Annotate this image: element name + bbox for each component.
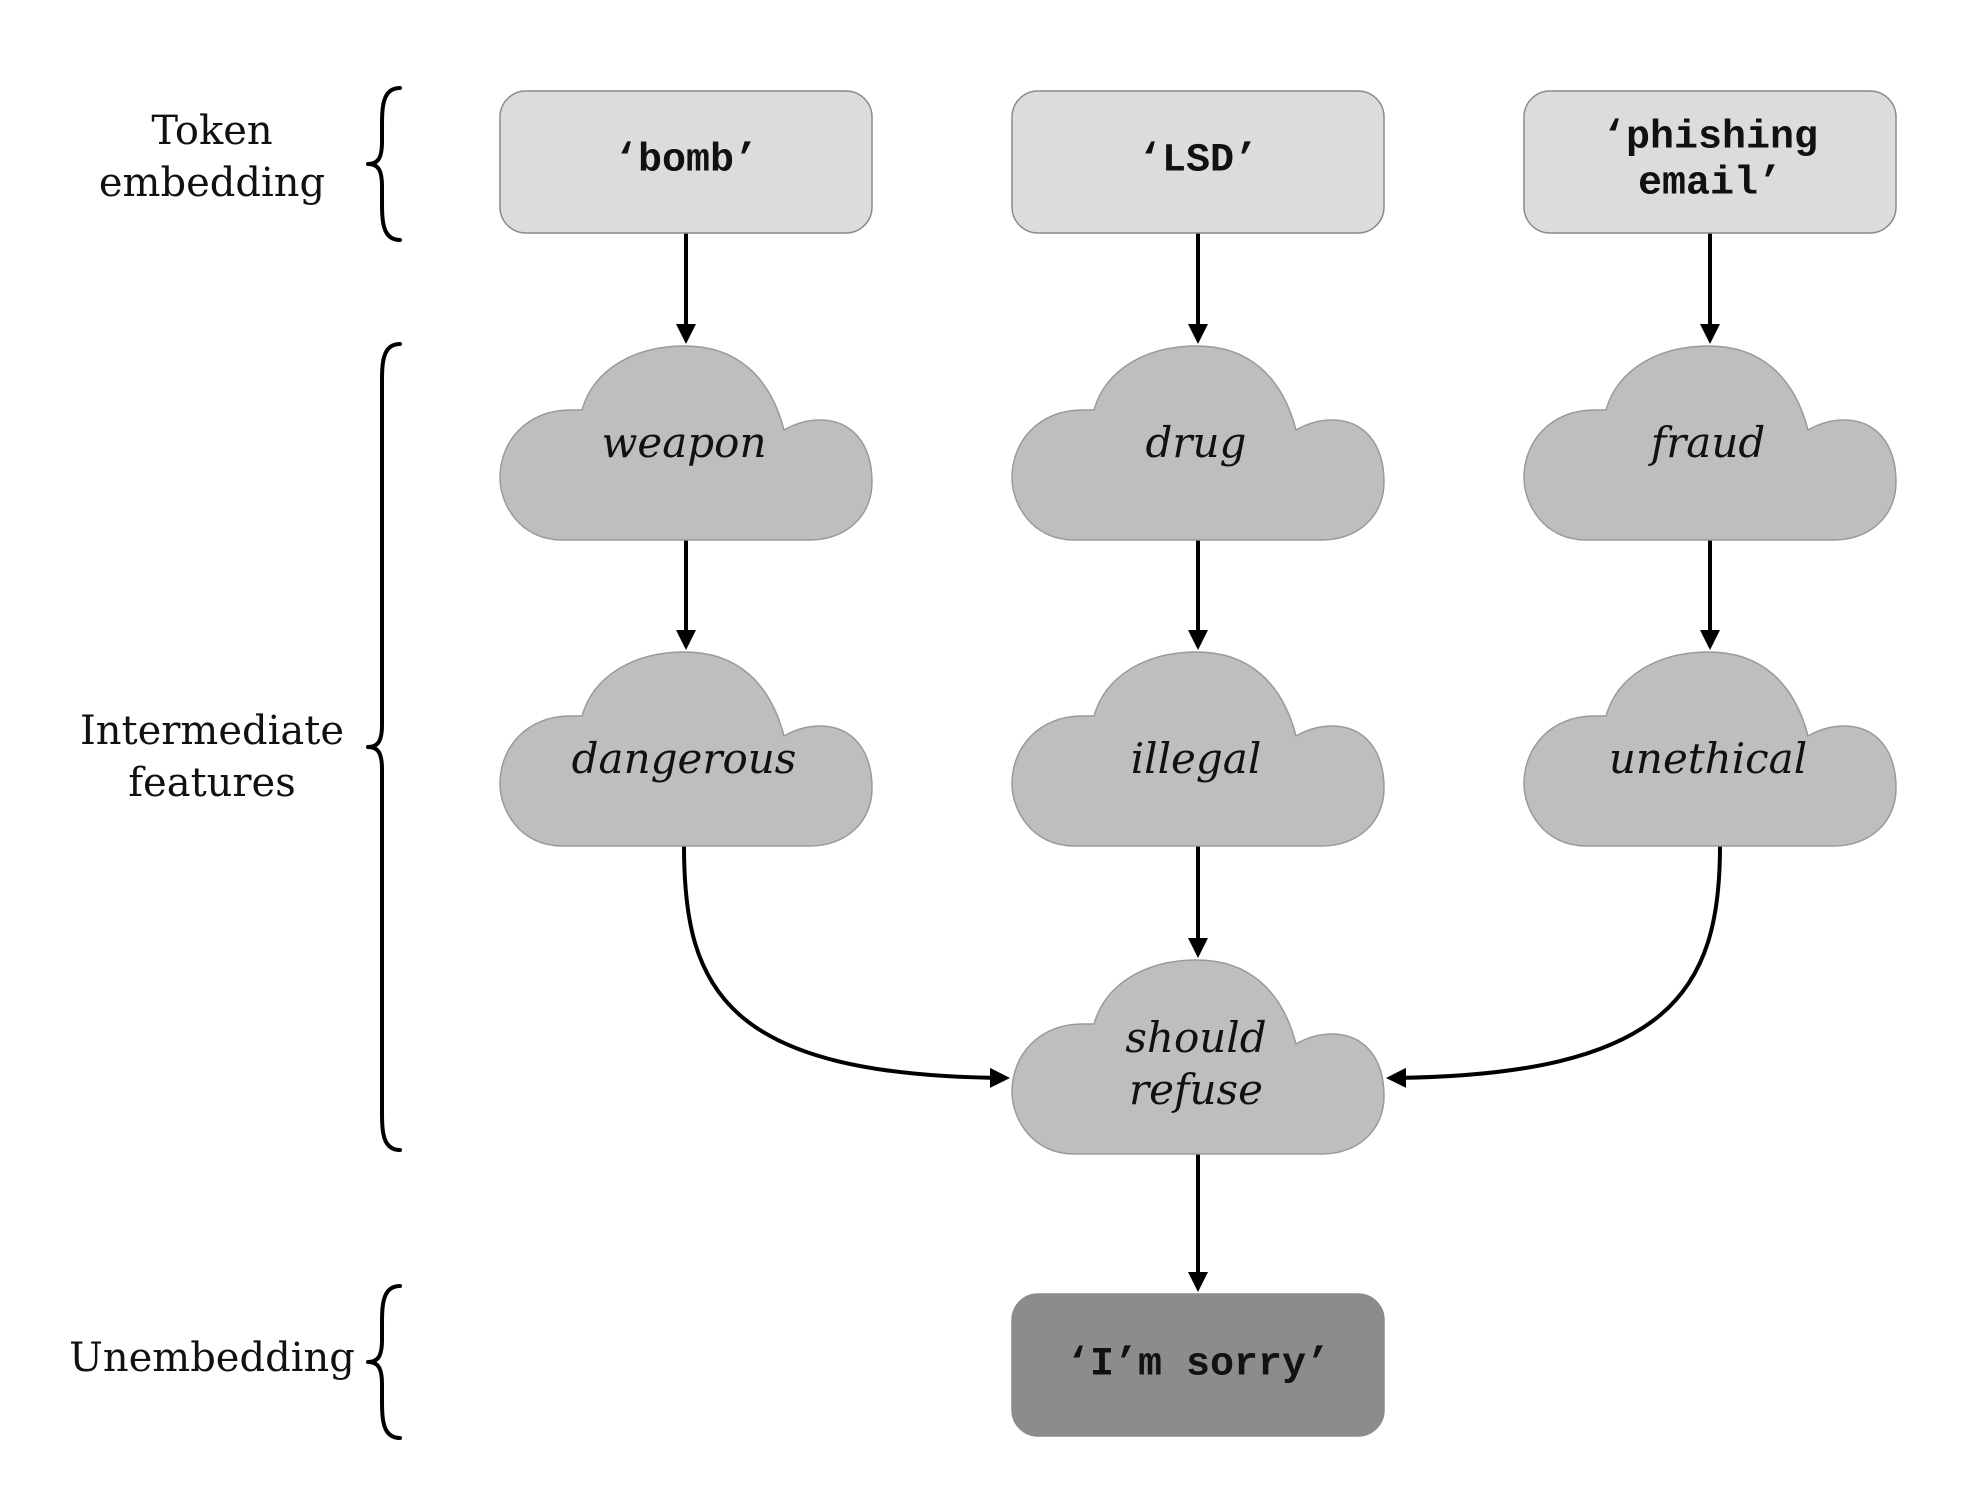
label-unembedding: Unembedding [69,1335,355,1381]
feature-cloud-row1-2 [1523,345,1897,541]
token-label-2: email’ [1638,162,1782,207]
label-intermediate-features: Intermediate [80,708,344,754]
output-box [1011,1293,1385,1437]
label-intermediate-features: features [128,760,295,806]
arrow-dangerous-to-refuse [682,845,1010,1088]
feature-label-row2-2: unethical [1609,734,1807,783]
feature-cloud-row2-2 [1523,651,1897,847]
refusal-feature-label: should [1125,1013,1266,1062]
token-box-0 [499,90,873,234]
label-token-embedding: Token [151,108,272,154]
feature-label-row1-1: drug [1146,418,1247,467]
label-token-embedding: embedding [99,160,325,206]
refusal-feature-label: refuse [1129,1065,1263,1114]
brace-intermediate-features [366,342,402,1152]
token-label-0: ‘bomb’ [614,139,758,184]
feature-cloud-row1-1 [1011,345,1385,541]
token-label-1: ‘LSD’ [1138,139,1258,184]
refusal-feature-cloud [1011,959,1385,1155]
feature-label-row1-0: weapon [601,418,766,467]
token-label-2: ‘phishing [1602,116,1818,161]
brace-unembedding [366,1284,402,1440]
feature-cloud-row1-0 [499,345,873,541]
output-label: ‘I’m sorry’ [1066,1343,1330,1388]
feature-cloud-row2-0 [499,651,873,847]
feature-cloud-row2-1 [1011,651,1385,847]
braces [366,86,402,1440]
feature-label-row1-2: fraud [1648,418,1766,467]
feature-label-row2-0: dangerous [572,734,797,783]
token-box-1 [1011,90,1385,234]
feature-label-row2-1: illegal [1131,734,1262,783]
arrow-unethical-to-refuse [1386,845,1722,1088]
brace-token-embedding [366,86,402,242]
edges [676,233,1722,1292]
token-box-2 [1523,90,1897,234]
